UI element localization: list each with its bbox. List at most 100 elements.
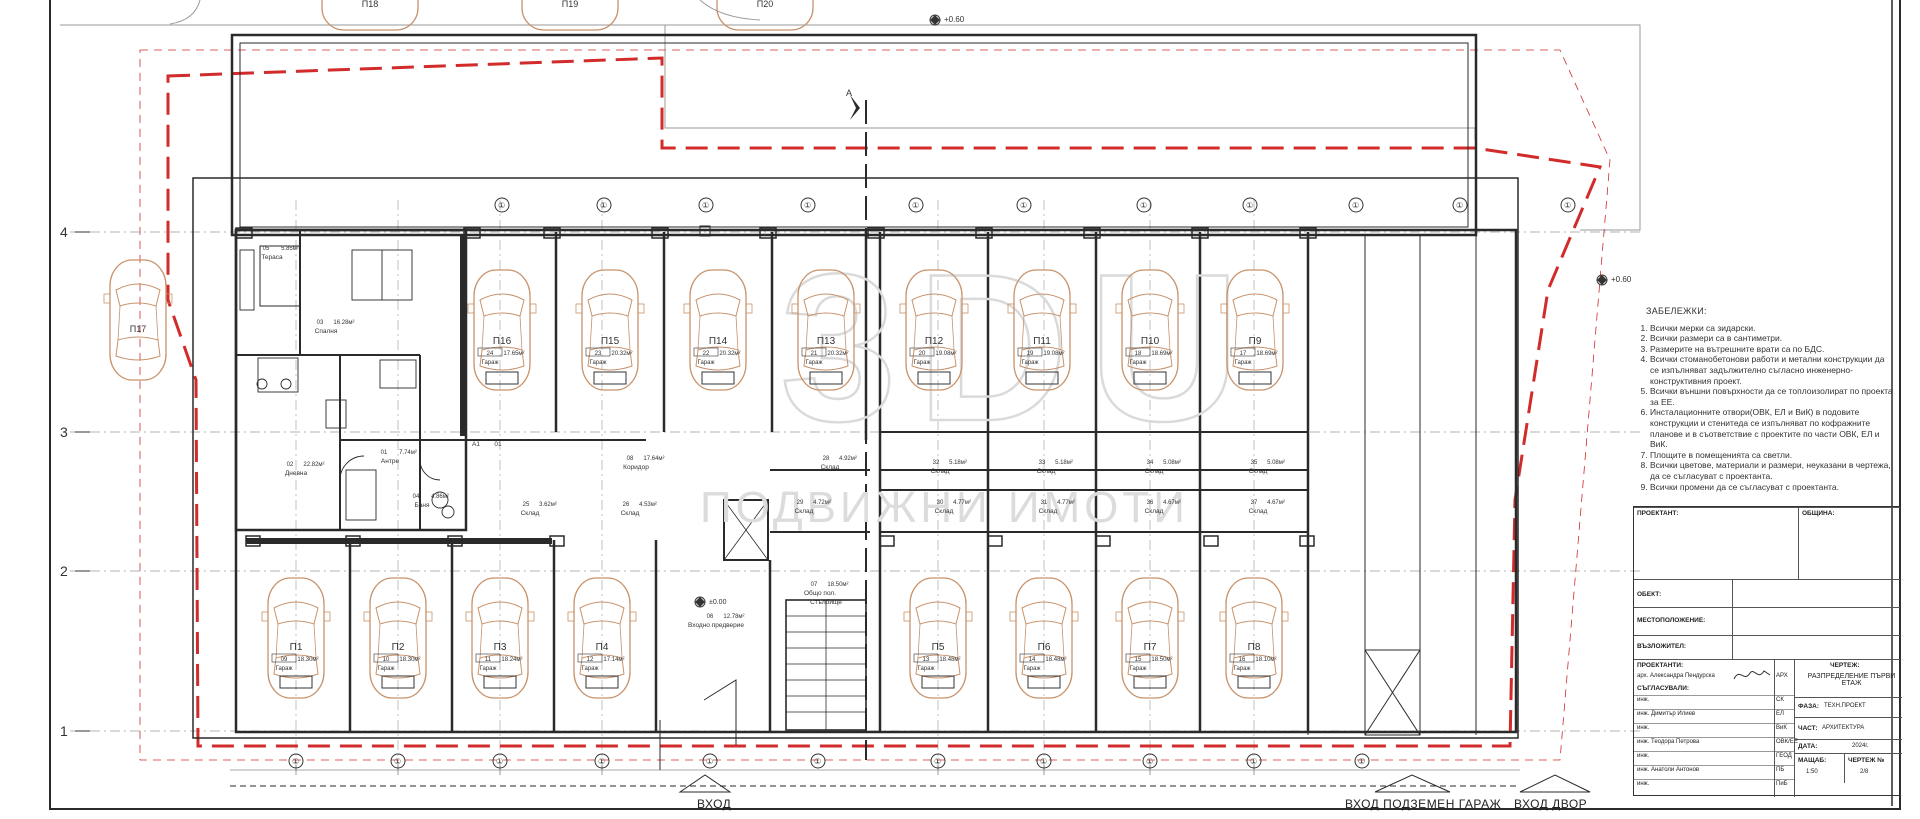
staircase [785,599,867,731]
axis-column-bubble: ① [1560,197,1576,213]
room-area: 5.18м² [949,460,967,466]
part-heading: ЧАСТ: [1798,725,1818,732]
level-marker-right: +0.60 [1596,274,1632,286]
garage-id: П9 [1249,336,1262,347]
elevator [723,499,769,561]
svg-text:①: ① [1040,757,1047,766]
room-name: Гараж [918,666,935,672]
axis-column-bubble: ① [698,197,714,213]
title-block: ПРОЕКТАНТ: ОБЩИНА: ОБЕКТ: МЕСТОПОЛОЖЕНИЕ… [1633,506,1902,797]
approvals-heading: СЪГЛАСУВАЛИ: [1637,685,1690,692]
designer-heading: ПРОЕКТАНТ: [1637,510,1679,517]
axis-column-bubble: ① [810,753,826,769]
garage-id: П11 [1033,336,1051,347]
room-area: 4.86м² [431,494,449,500]
axis-column-bubble: ① [908,197,924,213]
axis-column-bubble: ① [1452,197,1468,213]
garage-entrance-label: ВХОД ПОДЗЕМЕН ГАРАЖ [1345,797,1502,811]
designers-heading: ПРОЕКТАНТИ: [1637,662,1684,669]
room-number: 23 [595,351,602,357]
note-item: Размерите на вътрешните врати са по БДС. [1650,344,1894,355]
garage-id: П3 [494,642,507,653]
approval-part: ПиБ [1776,781,1788,787]
room-area: 4.92м² [839,456,857,462]
axis-column-bubble: ① [1136,197,1152,213]
room-area: 5.08м² [1163,460,1181,466]
svg-text:①: ① [598,757,605,766]
watermark-text: ПОДВИЖНИ ИМОТИ [700,483,1189,532]
room-area: 18.48м² [1045,657,1066,663]
drawing-heading: ЧЕРТЕЖ: [1830,662,1860,669]
room-area: 7.74м² [399,450,417,456]
room-name: Гараж [276,666,293,672]
room-name: Антре [381,458,400,465]
room-area: 18.69м² [1256,351,1277,357]
room-area: 18.30м² [399,657,420,663]
room-area: 18.50м² [1151,657,1172,663]
scale-value: 1:50 [1806,769,1818,775]
room-name: Склад [931,468,950,475]
svg-text:①: ① [706,757,713,766]
axis-column-bubble: ① [1142,753,1158,769]
room-number: 37 [1251,500,1258,506]
columns [235,227,1317,547]
room-area: 5.85м² [281,246,299,252]
room-number: 04 [413,494,420,500]
room-number: 11 [485,657,492,663]
room-area: 4.67м² [1267,500,1285,506]
axis-column-bubble: ① [494,197,510,213]
notes-title: ЗАБЕЛЕЖКИ: [1646,306,1707,316]
axis-column-bubble: ① [1016,197,1032,213]
room-name: Гараж [1130,360,1147,366]
client-heading: ВЪЗЛОЖИТЕЛ: [1637,643,1687,650]
garage-id: П6 [1038,642,1051,653]
svg-text:4: 4 [60,224,68,240]
room-name: Гараж [1234,666,1251,672]
room-area: 17.65м² [503,351,524,357]
level-marker-entrance: ±0.00 [694,596,727,608]
svg-text:A: A [846,88,852,98]
level-marker-top: +0.60 [929,14,965,26]
apartment-walls [234,228,646,532]
room-name: Склад [1249,508,1268,515]
garage-id: П12 [925,336,944,347]
architect-name: арх. Александра Пендурска [1637,673,1715,679]
axis-column-bubble: ① [594,753,610,769]
note-item: Площите в помещенията са светли. [1650,450,1894,461]
phase-value: ТЕХН.ПРОЕКТ [1824,703,1866,709]
architect-part: АРХ [1776,673,1788,679]
drawing-title: РАЗПРЕДЕЛЕНИЕ ПЪРВИ ЕТАЖ [1807,673,1896,687]
svg-text:①: ① [498,201,505,210]
parking-space-label: П20 [757,0,773,9]
room-area: 4.53м² [639,502,657,508]
approval-name: инж. [1637,725,1650,731]
note-item: Всички външни повърхности да се топлоизо… [1650,386,1894,407]
date-heading: ДАТА: [1798,743,1818,750]
date-value: 2024г. [1852,743,1869,749]
approval-name: инж. [1637,781,1650,787]
room-name: Гараж [1235,360,1252,366]
room-number: 17 [1240,351,1247,357]
axis-row-marker: 3 [60,424,90,440]
room-name: Стълбище [810,598,842,606]
room-name: Гараж [914,360,931,366]
room-number: 21 [811,351,818,357]
svg-text:①: ① [814,757,821,766]
room-number: 29 [797,500,804,506]
room-number: 34 [1147,460,1154,466]
north-arrow: A [846,88,860,120]
apartment-label: 01 [494,441,502,448]
room-number: 05 [263,246,270,252]
svg-text:①: ① [1358,757,1365,766]
room-number: 10 [383,657,390,663]
axis-column-bubble: ① [596,197,612,213]
svg-text:①: ① [1020,201,1027,210]
room-number: 15 [1135,657,1142,663]
axis-column-bubble: ① [1242,197,1258,213]
part-value: АРХИТЕКТУРА [1822,725,1865,731]
garage-id: П7 [1144,642,1157,653]
svg-text:①: ① [934,757,941,766]
room-number: 32 [933,460,940,466]
scale-heading: МАЩАБ: [1798,757,1827,764]
